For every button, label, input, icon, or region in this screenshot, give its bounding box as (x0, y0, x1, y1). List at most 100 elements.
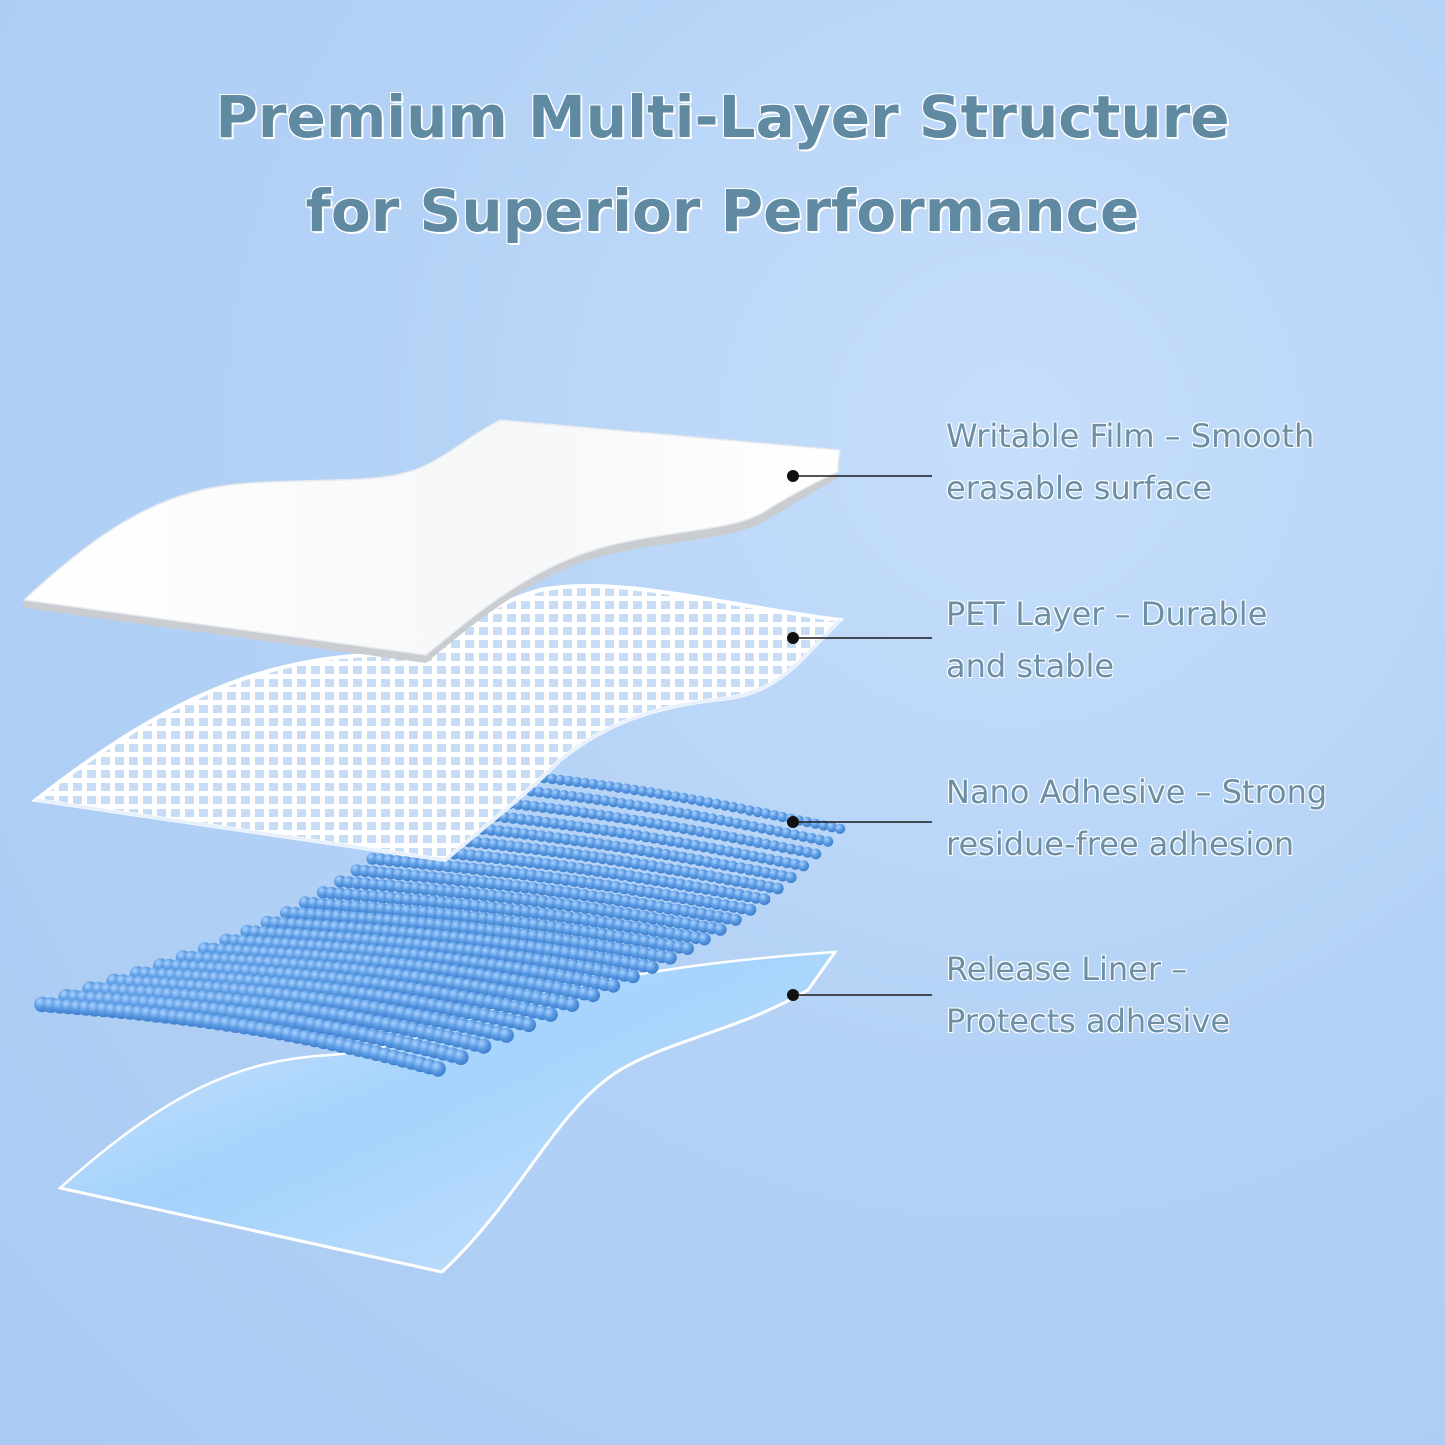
adhesive-bead (698, 841, 710, 853)
adhesive-bead (587, 808, 598, 820)
label-pet-layer: PET Layer – Durable and stable (946, 588, 1416, 692)
adhesive-bead (520, 800, 532, 811)
adhesive-bead (633, 800, 644, 812)
page-title: Premium Multi-Layer Structure for Superi… (0, 70, 1445, 258)
adhesive-bead (534, 786, 545, 798)
adhesive-bead (510, 827, 522, 839)
adhesive-bead (579, 777, 591, 789)
adhesive-bead (760, 838, 772, 850)
adhesive-bead (547, 773, 558, 785)
title-line-1: Premium Multi-Layer Structure (215, 83, 1230, 151)
adhesive-bead (543, 1007, 558, 1022)
adhesive-bead (558, 790, 570, 801)
adhesive-bead (798, 860, 809, 872)
adhesive-bead (731, 818, 743, 829)
adhesive-bead (607, 826, 619, 837)
label-nano-adhesive: Nano Adhesive – Strong residue-free adhe… (946, 766, 1416, 870)
adhesive-bead (736, 833, 747, 845)
adhesive-bead (802, 846, 813, 858)
adhesive-bead (814, 834, 825, 846)
adhesive-bead (596, 780, 607, 791)
adhesive-bead (661, 820, 673, 831)
adhesive-bead (627, 843, 639, 855)
adhesive-bead (598, 824, 610, 836)
adhesive-bead (660, 848, 672, 861)
label-writable-film: Writable Film – Smooth erasable surface (946, 410, 1416, 514)
adhesive-bead (715, 814, 727, 826)
label-release-liner-line-2: Protects adhesive (946, 1002, 1231, 1040)
adhesive-bead (772, 882, 784, 895)
adhesive-bead (590, 823, 602, 835)
adhesive-bead (690, 839, 702, 851)
adhesive-bead (471, 836, 484, 849)
writable-film-layer (22, 419, 841, 663)
adhesive-bead (719, 830, 731, 842)
adhesive-bead (608, 796, 619, 808)
label-nano-adhesive-line-2: residue-free adhesion (946, 825, 1295, 863)
adhesive-bead (656, 834, 668, 846)
adhesive-bead (758, 893, 771, 906)
adhesive-bead (711, 829, 722, 840)
adhesive-bead (731, 847, 743, 859)
adhesive-bead (748, 821, 759, 832)
adhesive-bead (806, 832, 817, 844)
adhesive-bead (615, 827, 627, 839)
adhesive-bead (524, 814, 536, 826)
adhesive-bead (552, 832, 564, 844)
adhesive-bead (586, 988, 600, 1003)
adhesive-bead (430, 1061, 446, 1077)
adhesive-bead (538, 844, 550, 857)
adhesive-bead (626, 969, 640, 984)
adhesive-bead (535, 830, 547, 842)
adhesive-bead (550, 788, 562, 800)
adhesive-bead (645, 960, 659, 974)
callout-pet-layer (787, 632, 932, 644)
adhesive-bead (670, 791, 681, 802)
label-writable-film-line-2: erasable surface (946, 469, 1213, 507)
adhesive-bead (521, 842, 534, 854)
adhesive-bead (557, 819, 569, 830)
adhesive-bead (555, 774, 566, 786)
adhesive-bead (711, 798, 722, 810)
pet-mesh-layer (31, 583, 845, 863)
adhesive-bead (752, 806, 763, 818)
label-release-liner: Release Liner – Protects adhesive (946, 943, 1416, 1047)
adhesive-bead (744, 835, 756, 847)
adhesive-bead (662, 790, 673, 801)
adhesive-bead (504, 840, 517, 852)
adhesive-bead (789, 829, 801, 841)
adhesive-bead (666, 805, 677, 817)
adhesive-bead (752, 837, 764, 848)
adhesive-bead (603, 810, 615, 822)
adhesive-bead (663, 951, 677, 965)
adhesive-bead (744, 903, 757, 916)
adhesive-bead (834, 823, 846, 834)
adhesive-bead (493, 825, 506, 837)
adhesive-bead (620, 813, 631, 825)
adhesive-bead (563, 775, 574, 787)
adhesive-bead (681, 942, 694, 955)
adhesive-bead (507, 812, 519, 824)
adhesive-bead (636, 816, 648, 827)
adhesive-bead (591, 794, 603, 805)
adhesive-bead (785, 871, 797, 883)
adhesive-bead (543, 831, 556, 843)
adhesive-bead (748, 850, 760, 862)
adhesive-bead (515, 813, 527, 825)
adhesive-bead (764, 854, 776, 865)
adhesive-bead (777, 811, 788, 823)
adhesive-bead (570, 806, 582, 817)
adhesive-bead (678, 792, 689, 804)
adhesive-bead (773, 826, 784, 837)
adhesive-bead (682, 808, 694, 820)
adhesive-bead (637, 786, 648, 797)
adhesive-bead (612, 782, 624, 793)
adhesive-bead (549, 817, 561, 829)
adhesive-bead (574, 821, 585, 833)
adhesive-bead (453, 1049, 469, 1066)
adhesive-bead (565, 820, 577, 832)
adhesive-bead (560, 833, 572, 845)
adhesive-bead (818, 820, 829, 831)
adhesive-bead (485, 824, 497, 836)
